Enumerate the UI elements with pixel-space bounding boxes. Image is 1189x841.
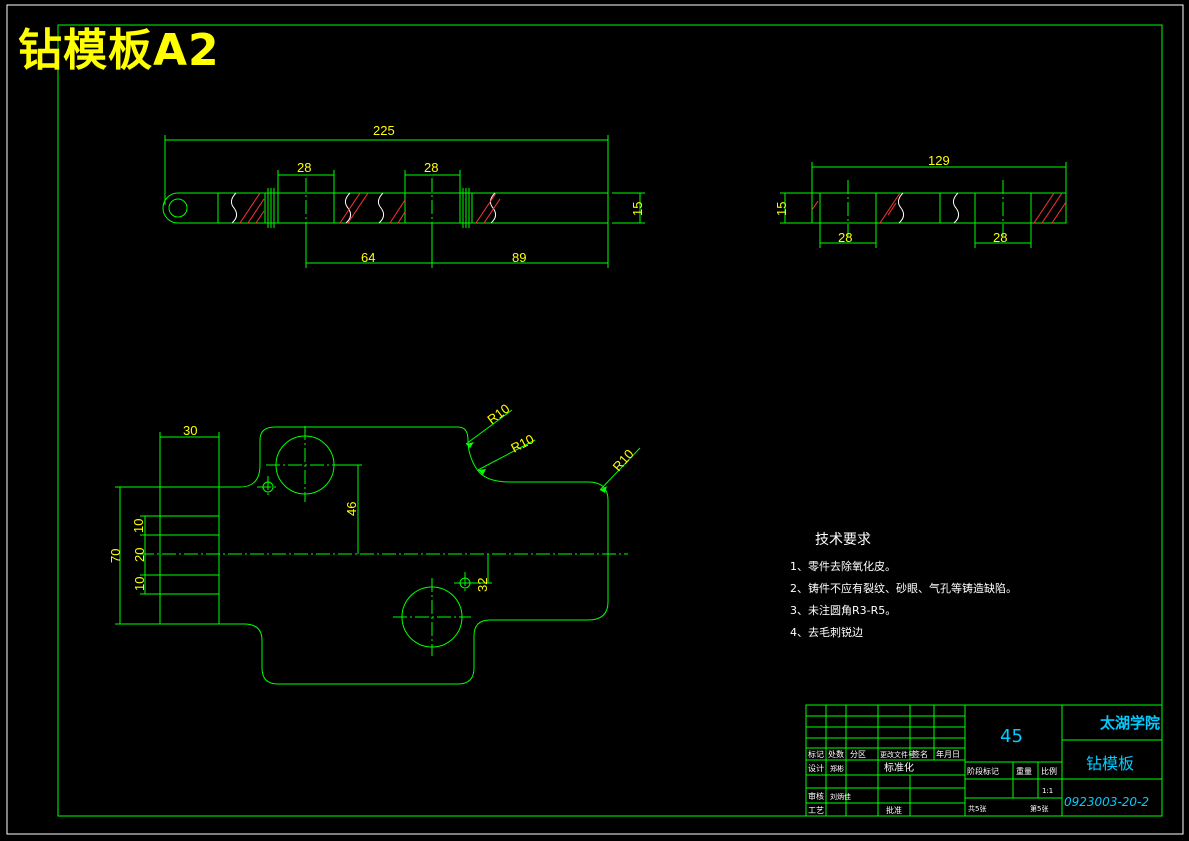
dim-r10-c: R10	[610, 446, 637, 474]
hdr-change: 更改文件号	[880, 750, 915, 759]
hdr-date: 年月日	[936, 749, 960, 759]
plan-view-dimlines	[115, 409, 641, 625]
scale-label: 比例	[1041, 766, 1057, 776]
drawing-title: 钻模板A2	[18, 25, 220, 76]
part-name: 钻模板	[1086, 754, 1134, 773]
dim-30: 30	[183, 423, 197, 438]
title-block-texts: 45 太湖学院 钻模板 0923003-20-2 标记 处数 分区 更改文件号 …	[808, 714, 1160, 815]
hdr-mark: 标记	[808, 749, 824, 759]
dim-15-side: 15	[774, 202, 789, 216]
dim-10-a: 10	[131, 519, 146, 533]
hdr-zone: 分区	[850, 750, 866, 759]
plan-view-arrows	[466, 442, 607, 493]
process-label: 工艺	[808, 806, 824, 815]
standardize-label: 标准化	[884, 761, 914, 774]
reviewer: 刘炳佳	[830, 792, 851, 801]
hdr-sign: 签名	[912, 749, 928, 759]
outer-frame	[6, 4, 1184, 835]
dim-28-b: 28	[424, 160, 438, 175]
dim-32: 32	[475, 578, 490, 592]
front-view-centerlines	[305, 178, 433, 236]
hdr-count: 处数	[828, 749, 844, 759]
title-block	[805, 704, 1163, 817]
stage-mark-label: 阶段标记	[967, 766, 999, 776]
material: 45	[1000, 726, 1023, 747]
requirement-1: 1、零件去除氧化皮。	[790, 559, 896, 573]
inner-frame	[57, 24, 1163, 817]
dim-r10-b: R10	[508, 431, 536, 455]
side-view-dimlines	[780, 162, 1067, 248]
side-view-centerlines	[847, 180, 1004, 236]
drawing-number: 0923003-20-2	[1064, 795, 1149, 809]
dim-129: 129	[928, 153, 950, 168]
sheet-number: 第5张	[1030, 804, 1048, 813]
dim-10-b: 10	[132, 577, 147, 591]
dim-28-a: 28	[297, 160, 311, 175]
dim-64: 64	[361, 250, 375, 265]
front-view-hatching	[239, 192, 501, 224]
scale-value: 1:1	[1042, 787, 1053, 795]
dim-28-side-b: 28	[993, 230, 1007, 245]
designer: 郑彬	[830, 764, 844, 773]
school-name: 太湖学院	[1100, 714, 1160, 732]
review-label: 审核	[808, 791, 824, 801]
dim-28-side-a: 28	[838, 230, 852, 245]
plan-view	[159, 426, 609, 685]
technical-requirements: 技术要求 1、零件去除氧化皮。 2、铸件不应有裂纹、砂眼、气孔等铸造缺陷。 3、…	[790, 532, 1017, 639]
requirement-4: 4、去毛刺锐边	[790, 625, 863, 639]
dim-89: 89	[512, 250, 526, 265]
dim-46: 46	[344, 502, 359, 516]
dim-15-front: 15	[630, 202, 645, 216]
dim-r10-a: R10	[484, 401, 512, 427]
side-view-hatching	[811, 192, 1067, 224]
requirements-heading: 技术要求	[815, 532, 871, 548]
sheets-total: 共5张	[968, 804, 986, 813]
weight-label: 重量	[1016, 766, 1032, 776]
requirement-3: 3、未注圆角R3-R5。	[790, 603, 896, 617]
dim-20: 20	[132, 548, 147, 562]
dim-70: 70	[108, 549, 123, 563]
front-view-dimlines	[164, 135, 645, 268]
plan-view-centerlines	[140, 426, 628, 656]
design-label: 设计	[808, 763, 824, 773]
approve-label: 批准	[886, 805, 902, 815]
side-view	[811, 192, 1067, 224]
requirement-2: 2、铸件不应有裂纹、砂眼、气孔等铸造缺陷。	[790, 581, 1017, 595]
dim-225: 225	[373, 123, 395, 138]
front-view	[162, 188, 609, 228]
